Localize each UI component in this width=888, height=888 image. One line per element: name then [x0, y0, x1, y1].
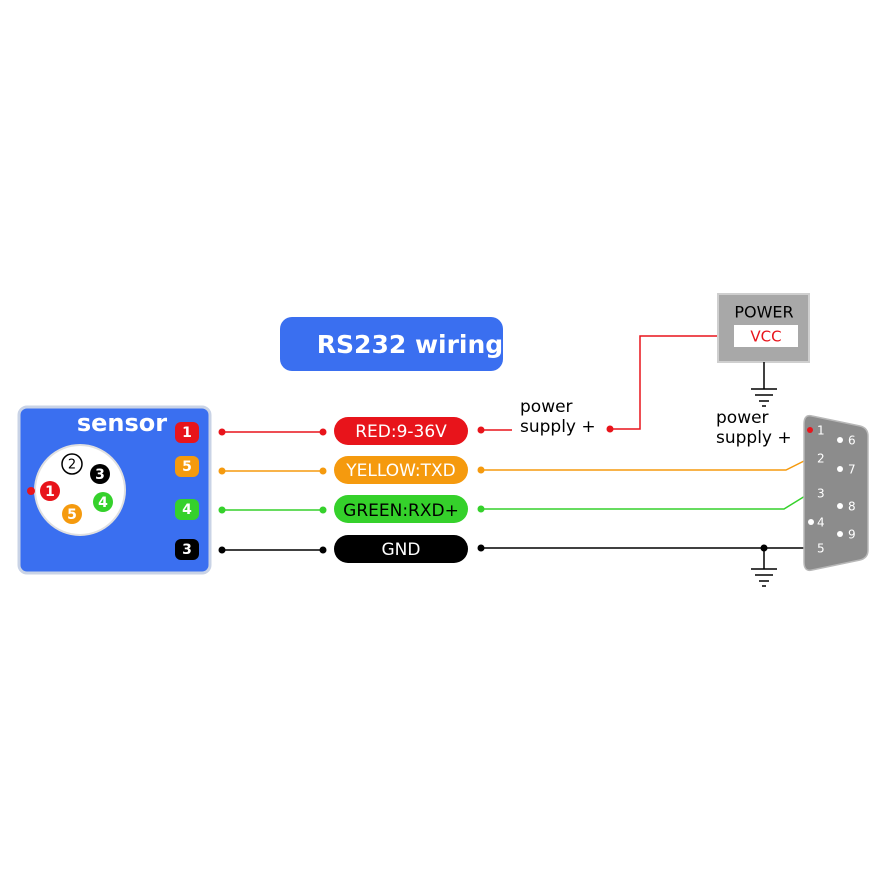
connector-pin-2-label: 2 — [68, 458, 76, 473]
pin-badge-4 — [175, 499, 199, 520]
wire-green-dot — [218, 506, 226, 514]
power-supply-label-right: power supply + — [716, 408, 792, 448]
db9-pin-8-label: 8 — [848, 500, 856, 514]
wire-gnd-dot — [218, 546, 226, 554]
db9-shell — [803, 414, 869, 572]
power-supply-text-line2: supply + — [716, 428, 792, 448]
diagram-title: RS232 wiring — [317, 330, 503, 359]
sensor-label: sensor — [77, 409, 167, 437]
wire-green-right — [481, 492, 811, 510]
db9-pin-5-label: 5 — [817, 542, 825, 556]
power-supply-text-line2: supply + — [520, 417, 596, 437]
wire-red-dot — [218, 428, 226, 436]
ground-icon — [751, 568, 777, 587]
connector-pin-3-label: 3 — [95, 467, 105, 483]
pill-red — [334, 417, 468, 445]
pin-badge-5 — [175, 456, 199, 477]
wire-gnd-dot — [319, 546, 327, 554]
pin-badge-3-label: 3 — [182, 542, 192, 558]
pill-yellow-text: YELLOW:TXD — [345, 461, 456, 481]
title-banner: RS232 wiring — [280, 317, 503, 371]
pill-gnd-text: GND — [382, 540, 421, 560]
db9-pin-6 — [837, 437, 843, 443]
pin-badge-5-label: 5 — [182, 459, 192, 475]
ground-icon — [751, 388, 777, 407]
pin-badge-1 — [175, 422, 199, 443]
power-box: POWER VCC — [717, 293, 810, 389]
connector-pin-1-label: 1 — [45, 484, 55, 500]
pin-badge-1-label: 1 — [182, 425, 192, 441]
db9-pin-8 — [837, 503, 843, 509]
power-box-title: POWER — [734, 303, 793, 322]
sensor-connector: 2 3 1 4 5 — [27, 444, 126, 536]
connector-pin-1 — [40, 481, 60, 501]
wire-labels: RED:9-36V YELLOW:TXD GREEN:RXD+ GND — [334, 417, 468, 563]
vcc-label: VCC — [750, 328, 781, 346]
wires — [218, 335, 814, 569]
wire-yellow-dot — [218, 467, 226, 475]
db9-pin-7 — [837, 466, 843, 472]
pill-green-text: GREEN:RXD+ — [343, 501, 459, 521]
db9-pin-3-label: 3 — [817, 487, 825, 501]
sensor-block: sensor 2 3 1 4 5 1 5 — [17, 405, 212, 575]
wire-red-to-power — [610, 335, 735, 430]
wire-green-dot — [319, 506, 327, 514]
sensor-pin-badges: 1 5 4 3 — [175, 422, 199, 560]
connector-pin-4 — [93, 492, 113, 512]
pin-badge-3 — [175, 539, 199, 560]
pin-badge-4-label: 4 — [182, 502, 192, 518]
connector-pin-5-label: 5 — [67, 507, 77, 523]
title-background — [280, 317, 503, 371]
db9-pin-6-label: 6 — [848, 434, 856, 448]
vcc-label-box — [734, 325, 798, 347]
connector-pin-3 — [90, 464, 110, 484]
connector-pin-4-label: 4 — [98, 495, 108, 511]
db9-pin-1 — [807, 427, 813, 433]
power-supply-text-line1: power — [520, 397, 573, 417]
pill-yellow — [334, 456, 468, 484]
db9-connector: 1 2 3 4 5 6 7 8 9 — [803, 414, 869, 572]
db9-pin-2-label: 2 — [817, 452, 825, 466]
pill-red-text: RED:9-36V — [355, 422, 447, 442]
wire-yellow-right — [481, 457, 811, 471]
db9-pin-9 — [837, 531, 843, 537]
db9-pin-9-label: 9 — [848, 528, 856, 542]
connector-key-dot — [27, 487, 35, 495]
wire-red-dot — [319, 428, 327, 436]
power-supply-label-center: power supply + — [520, 397, 596, 437]
db9-pin-4 — [808, 519, 814, 525]
db9-pin-1-label: 1 — [817, 424, 825, 438]
connector-pin-2 — [61, 453, 83, 475]
pill-green — [334, 495, 468, 523]
wire-yellow-dot — [319, 467, 327, 475]
pill-gnd — [334, 535, 468, 563]
connector-pin-5 — [62, 504, 82, 524]
db9-pin-4-label: 4 — [817, 516, 825, 530]
power-supply-text-line1: power — [716, 408, 769, 428]
db9-pin-7-label: 7 — [848, 463, 856, 477]
